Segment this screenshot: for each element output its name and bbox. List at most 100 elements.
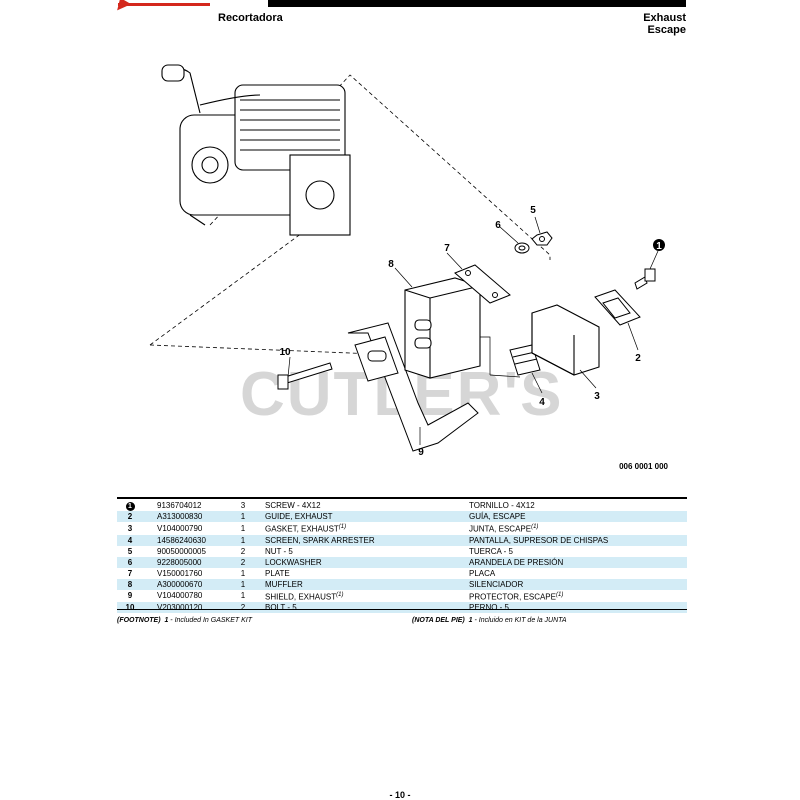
part-quantity: 1 [233,590,253,603]
part-description-english-text: BOLT - 5 [265,603,297,613]
part-ref-number: 2 [117,511,143,522]
exhaust-guide-icon [594,289,641,326]
part-quantity: 1 [233,511,253,522]
table-row: 1 9136704012 3 SCREW - 4X12 TORNILLO - 4X12 [117,500,687,511]
footnote-marker: (1) [338,524,347,530]
part-quantity: 1 [233,535,253,546]
callout-1-marker [653,239,665,251]
part-description-spanish: PROTECTOR, ESCAPE(1) [465,590,687,603]
part-ref-number-text: 6 [127,557,133,567]
footnote-marker: (1) [531,524,539,530]
part-ref-number: 10 [117,602,143,613]
part-quantity-text: 1 [240,579,246,589]
screw-icon [634,268,656,290]
part-quantity: 2 [233,602,253,613]
part-quantity: 1 [233,568,253,579]
part-quantity-text: 1 [240,568,246,578]
part-description-english: SCREEN, SPARK ARRESTER [253,535,465,546]
part-description-english: GUIDE, EXHAUST [253,511,465,522]
callout-1: 1 [656,241,662,252]
parts-table-bottom-rule [117,609,687,610]
part-number-text: V150001760 [157,568,203,578]
part-description-english-text: SCREW - 4X12 [265,501,321,510]
part-number-text: A300000670 [157,579,203,589]
ref-circle-icon: 1 [125,502,135,511]
part-number-text: 9136704012 [157,501,202,510]
footnote-text: - Included In GASKET KIT [168,617,253,624]
part-ref-number: 5 [117,546,143,557]
callout-9: 9 [418,447,424,458]
callout-8: 8 [388,259,394,270]
engine-icon [161,64,351,236]
part-description-english-text: GUIDE, EXHAUST [265,512,333,521]
part-number: V104000780 [143,590,233,603]
part-description-english: PLATE [253,568,465,579]
part-ref-number: 7 [117,568,143,579]
part-description-english: LOCKWASHER [253,557,465,568]
nut-icon [531,231,553,246]
exhaust-guide-housing-icon [531,304,600,376]
footnote-spanish: (NOTA DEL PIE) 1 - Incluido en KIT de la… [412,617,567,624]
part-description-spanish: TUERCA - 5 [465,546,687,557]
part-description-spanish: PERNO - 5 [465,602,687,613]
part-quantity-text: 1 [240,512,246,521]
part-ref-number: 3 [117,522,143,535]
part-description-spanish-text: GUÍA, ESCAPE [469,512,526,521]
part-number: V104000790 [143,522,233,535]
part-ref-number-text: 10 [125,603,135,613]
part-ref-number-text: 4 [127,535,133,545]
callout-6: 6 [495,220,501,231]
brand-logo-bar [118,3,210,6]
part-description-spanish: GUÍA, ESCAPE [465,511,687,522]
part-description-spanish-text: TUERCA - 5 [469,546,514,556]
part-description-english: NUT - 5 [253,546,465,557]
part-ref-number: 6 [117,557,143,568]
part-description-spanish-text: PERNO - 5 [469,603,510,613]
part-quantity: 2 [233,546,253,557]
callout-7: 7 [444,243,450,254]
table-row: 10 V203000120 2 BOLT - 5 PERNO - 5 [117,602,687,614]
part-number: A313000830 [143,511,233,522]
part-description-english-text: SHIELD, EXHAUST [265,592,337,602]
part-quantity-text: 1 [240,591,246,601]
part-number: 9228005000 [143,557,233,568]
muffler-icon [404,277,481,379]
part-description-spanish: PANTALLA, SUPRESOR DE CHISPAS [465,535,687,546]
footnote-marker: (1) [555,591,564,598]
part-description-english: MUFFLER [253,579,465,590]
callout-10: 10 [279,347,291,358]
part-description-spanish-text: JUNTA, ESCAPE [469,524,532,534]
reference-dashed-line [209,74,551,260]
part-quantity-text: 3 [240,501,246,510]
part-description-spanish: ARANDELA DE PRESIÓN [465,557,687,568]
page-title-spanish: Recortadora [218,12,283,24]
part-description-spanish-text: PLACA [469,568,496,578]
part-description-spanish: TORNILLO - 4X12 [465,500,687,511]
part-description-spanish: JUNTA, ESCAPE(1) [465,522,687,535]
part-description-spanish-text: TORNILLO - 4X12 [469,501,535,510]
parts-table-top-rule [117,497,687,499]
part-ref-number: 9 [117,590,143,603]
part-number-text: V203000120 [157,603,203,613]
part-description-spanish: PLACA [465,568,687,579]
callout-4: 4 [539,397,545,408]
part-number: 90050000005 [143,546,233,557]
header-bar [268,0,686,7]
footnote-label-es: (NOTA DEL PIE) [412,617,465,624]
part-description-english: BOLT - 5 [253,602,465,613]
part-number-text: 90050000005 [157,546,206,556]
section-title-english: Exhaust [643,12,686,24]
part-description-english-text: SCREEN, SPARK ARRESTER [265,535,375,545]
part-number-text: V104000790 [157,523,203,533]
footnote-text-es: - Incluido en KIT de la JUNTA [472,617,567,624]
callout-5: 5 [530,205,536,216]
section-title-spanish: Escape [647,24,686,36]
drawing-code: 006 0001 000 [619,462,668,471]
part-quantity: 3 [233,500,253,511]
